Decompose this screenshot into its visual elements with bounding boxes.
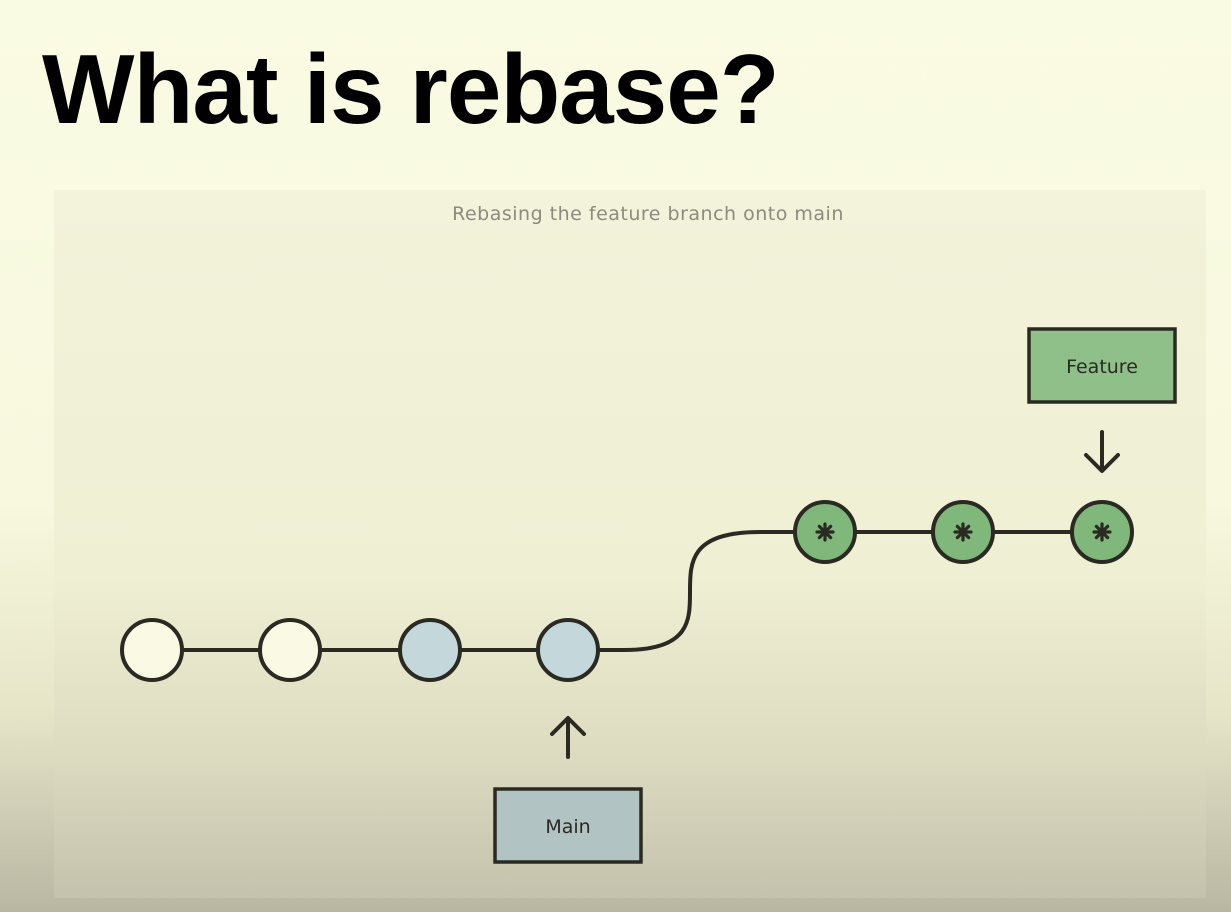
commit-node-base xyxy=(258,618,322,682)
asterisk-icon xyxy=(815,522,835,542)
commit-circle xyxy=(536,618,600,682)
asterisk-icon xyxy=(1092,522,1112,542)
diagram-caption: Rebasing the feature branch onto main xyxy=(452,203,844,225)
commit-node-base xyxy=(120,618,184,682)
commit-node-feature xyxy=(1070,500,1134,564)
down-arrow-icon xyxy=(1084,430,1120,473)
commit-circle xyxy=(398,618,462,682)
feature-label-box xyxy=(1027,327,1177,404)
commit-nodes xyxy=(120,500,1134,682)
main-label-text: Main xyxy=(545,816,590,838)
main-label: Main xyxy=(493,787,643,864)
commit-node-main xyxy=(536,618,600,682)
commit-node-feature xyxy=(793,500,857,564)
slide-title: What is rebase? xyxy=(42,34,780,144)
feature-label: Feature xyxy=(1027,327,1177,404)
diagram-panel: Rebasing the feature branch onto main xyxy=(54,190,1206,898)
asterisk-icon xyxy=(953,522,973,542)
commit-circle xyxy=(120,618,184,682)
feature-label-text: Feature xyxy=(1066,356,1138,378)
rebase-curve xyxy=(566,530,827,652)
commit-node-main xyxy=(398,618,462,682)
commit-node-feature xyxy=(931,500,995,564)
main-label-box xyxy=(493,787,643,864)
up-arrow-icon xyxy=(550,716,586,759)
commit-circle xyxy=(258,618,322,682)
